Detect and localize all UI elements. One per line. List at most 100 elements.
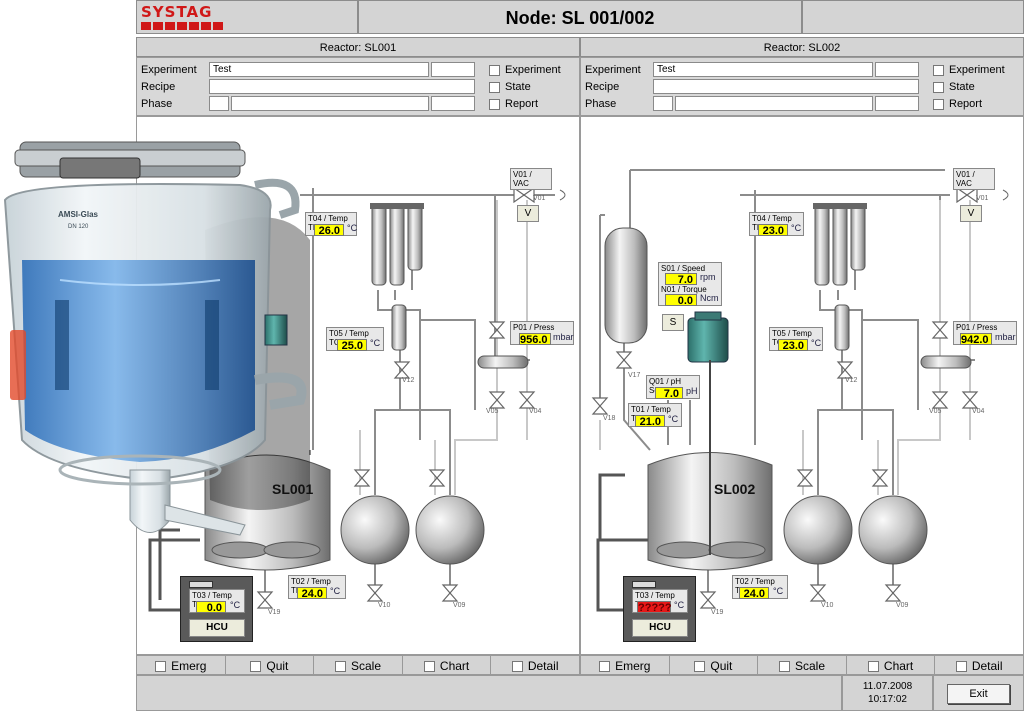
emerg-toggle[interactable]: Emerg <box>581 656 670 676</box>
experiment-field-2[interactable] <box>431 62 475 77</box>
checkbox-state[interactable]: State <box>933 80 975 94</box>
sl002-stirrer-motor <box>687 311 729 363</box>
checkbox-report[interactable]: Report <box>489 97 538 111</box>
tag-t04-temp-th[interactable]: T04 / Temp TH 26.0 °C <box>305 212 357 237</box>
valve-label-v05: V05 <box>929 408 942 415</box>
checkbox-report[interactable]: Report <box>933 97 982 111</box>
sl001-receiver-1 <box>340 495 410 565</box>
node-title: Node: SL 001/002 <box>358 0 802 34</box>
scale-toggle[interactable]: Scale <box>758 656 847 676</box>
experiment-field[interactable]: Test <box>209 62 429 77</box>
chart-toggle[interactable]: Chart <box>847 656 936 676</box>
recipe-field[interactable] <box>209 79 475 94</box>
experiment-label: Experiment <box>141 64 197 76</box>
phase-label: Phase <box>141 98 173 110</box>
t04-value: 23.0 <box>758 224 788 237</box>
sl001-pipes <box>264 188 555 600</box>
tag-t05-temp-tc[interactable]: T05 / Temp TC 25.0 °C <box>326 327 384 352</box>
phase-label: Phase <box>585 98 617 110</box>
hcu-button[interactable]: HCU <box>189 619 245 637</box>
p01-value: 956.0 <box>519 333 551 346</box>
logo-text: SYSTAG <box>141 3 213 21</box>
tag-v01-vac[interactable]: V01 / VAC <box>953 168 995 190</box>
tag-p01-press[interactable]: P01 / Press 956.0 mbar <box>510 321 574 346</box>
phase-field-2[interactable] <box>231 96 429 111</box>
phase-field-2[interactable] <box>675 96 873 111</box>
quit-toggle[interactable]: Quit <box>670 656 759 676</box>
experiment-field-2[interactable] <box>875 62 919 77</box>
header-right <box>802 0 1024 34</box>
emerg-toggle[interactable]: Emerg <box>137 656 226 676</box>
recipe-field[interactable] <box>653 79 919 94</box>
sl001-valves <box>256 186 536 609</box>
checkbox-experiment[interactable]: Experiment <box>933 63 1005 77</box>
experiment-field[interactable]: Test <box>653 62 873 77</box>
sl001-receiver-2 <box>415 495 485 565</box>
phase-field-1[interactable] <box>209 96 229 111</box>
sl002-hcu-pipe <box>596 538 648 612</box>
t01-value: 21.0 <box>635 415 665 428</box>
detail-toggle[interactable]: Detail <box>935 656 1023 676</box>
sl002-cooler <box>920 355 972 369</box>
checkbox-experiment[interactable]: Experiment <box>489 63 561 77</box>
sl002-condensers <box>813 203 867 286</box>
sl001-motor-partial <box>264 314 288 346</box>
sl001-cooler <box>477 355 529 369</box>
v01-sub-label: V01 <box>976 195 989 202</box>
sl002-separator <box>834 304 850 351</box>
phase-field-1[interactable] <box>653 96 673 111</box>
quit-toggle[interactable]: Quit <box>226 656 315 676</box>
tag-t04-temp-th[interactable]: T04 / Temp TH 23.0 °C <box>749 212 804 237</box>
tag-t03-temp-tj[interactable]: T03 / Temp TJ 0.0 °C <box>189 589 245 614</box>
valve-label-v17: V17 <box>628 372 641 379</box>
sl002-receiver-2 <box>858 495 928 565</box>
valve-label-v12: V12 <box>845 377 858 384</box>
tag-t02-temp-trb[interactable]: T02 / Temp TRb 24.0 °C <box>288 575 346 600</box>
scale-toggle[interactable]: Scale <box>314 656 403 676</box>
hcu-unit-sl002[interactable]: T03 / Temp TJ ????? °C HCU <box>623 576 696 642</box>
vessel-label-sl001: SL001 <box>272 481 314 497</box>
phase-field-3[interactable] <box>875 96 919 111</box>
t04-value: 26.0 <box>314 224 344 237</box>
recipe-label: Recipe <box>141 81 176 93</box>
tag-t02-temp-trb[interactable]: T02 / Temp TRb 24.0 °C <box>732 575 788 600</box>
hcu-unit-sl001[interactable]: T03 / Temp TJ 0.0 °C HCU <box>180 576 253 642</box>
vac-v-button[interactable]: V <box>517 205 539 222</box>
t03-value-alarm: ????? <box>637 601 672 614</box>
phase-field-3[interactable] <box>431 96 475 111</box>
tag-q01-ph[interactable]: Q01 / pH Sens 7.0 pH <box>646 375 700 400</box>
checkbox-state[interactable]: State <box>489 80 531 94</box>
valve-label-v04: V04 <box>972 408 985 415</box>
bottom-bar-sl001: Emerg Quit Scale Chart Detail <box>136 655 580 676</box>
chart-toggle[interactable]: Chart <box>403 656 492 676</box>
recipe-label: Recipe <box>585 81 620 93</box>
glass-reactor-photo <box>3 141 310 536</box>
tag-s01-n01[interactable]: S01 / Speed 7.0 rpm N01 / Torque 0.0 Ncm <box>658 262 722 307</box>
tag-p01-press[interactable]: P01 / Press 942.0 mbar <box>953 321 1017 346</box>
reactor-sl001-header: Reactor: SL001 <box>136 37 580 57</box>
exit-button[interactable]: Exit <box>947 684 1010 704</box>
tag-v01-vac[interactable]: V01 / VAC <box>510 168 552 190</box>
tag-t01-temp-tr[interactable]: T01 / Temp TR 21.0 °C <box>628 403 682 428</box>
tag-t03-temp-tj[interactable]: T03 / Temp TJ ????? °C <box>632 589 688 614</box>
sl001-separator <box>391 304 407 351</box>
sl001-hcu-pipe <box>148 538 200 612</box>
photo-sublabel: DN 120 <box>68 224 89 230</box>
tag-t05-temp-tc[interactable]: T05 / Temp TC 23.0 °C <box>769 327 823 352</box>
hcu-button[interactable]: HCU <box>632 619 688 637</box>
n01-value: 0.0 <box>665 294 697 307</box>
status-message-area <box>136 675 842 711</box>
sl002-receiver-1 <box>783 495 853 565</box>
reactor-sl002-header: Reactor: SL002 <box>580 37 1024 57</box>
q01-value: 7.0 <box>655 387 683 400</box>
v01-sub-label: V01 <box>533 195 546 202</box>
valve-label-v05: V05 <box>486 408 499 415</box>
sl002-valves <box>591 186 979 609</box>
systag-logo: SYSTAG <box>141 3 225 33</box>
detail-toggle[interactable]: Detail <box>491 656 579 676</box>
t05-value: 23.0 <box>778 339 808 352</box>
valve-label-v19: V19 <box>711 609 724 616</box>
stirrer-s-button[interactable]: S <box>662 314 684 331</box>
vac-v-button[interactable]: V <box>960 205 982 222</box>
reactor-sl002-info: Experiment Recipe Phase Test Experiment … <box>580 57 1024 116</box>
